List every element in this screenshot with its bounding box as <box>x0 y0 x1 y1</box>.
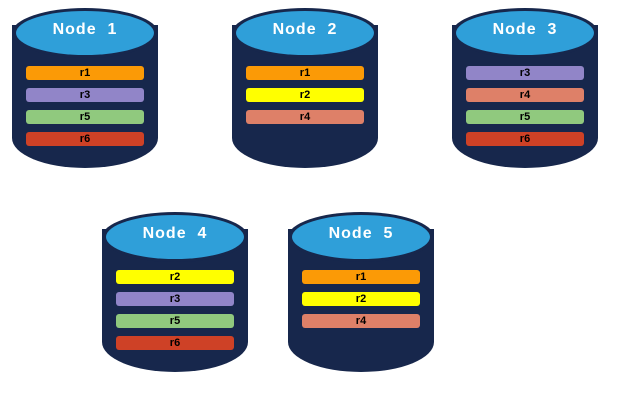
cylinder-top-icon <box>456 11 594 55</box>
node-label: Node 4 <box>142 225 208 242</box>
shard-bar[interactable]: r3 <box>466 66 584 80</box>
shard-bar[interactable]: r5 <box>116 314 234 328</box>
node-label: Node 1 <box>52 21 118 38</box>
shard-list: r2 r3 r5 r6 <box>102 270 248 350</box>
shard-bar[interactable]: r1 <box>302 270 420 284</box>
shard-bar[interactable]: r3 <box>26 88 144 102</box>
shard-bar[interactable]: r6 <box>116 336 234 350</box>
database-node-1[interactable]: Node 1 r1 r3 r5 r6 <box>12 8 158 186</box>
shard-bar[interactable]: r6 <box>466 132 584 146</box>
shard-bar[interactable]: r1 <box>26 66 144 80</box>
cylinder-top-icon <box>106 215 244 259</box>
database-node-5[interactable]: Node 5 r1 r2 r4 <box>288 212 434 390</box>
node-label: Node 3 <box>492 21 558 38</box>
database-node-3[interactable]: Node 3 r3 r4 r5 r6 <box>452 8 598 186</box>
shard-bar[interactable]: r4 <box>302 314 420 328</box>
cylinder-top-icon <box>292 215 430 259</box>
node-label: Node 5 <box>328 225 394 242</box>
shard-list: r1 r3 r5 r6 <box>12 66 158 146</box>
shard-bar[interactable]: r3 <box>116 292 234 306</box>
shard-bar[interactable]: r4 <box>466 88 584 102</box>
cylinder-top-icon <box>236 11 374 55</box>
cylinder-top-icon <box>16 11 154 55</box>
database-node-4[interactable]: Node 4 r2 r3 r5 r6 <box>102 212 248 390</box>
shard-bar[interactable]: r5 <box>466 110 584 124</box>
database-node-2[interactable]: Node 2 r1 r2 r4 <box>232 8 378 186</box>
shard-bar[interactable]: r2 <box>246 88 364 102</box>
shard-bar[interactable]: r2 <box>116 270 234 284</box>
shard-bar[interactable]: r2 <box>302 292 420 306</box>
node-label: Node 2 <box>272 21 338 38</box>
shard-list: r3 r4 r5 r6 <box>452 66 598 146</box>
shard-bar[interactable]: r6 <box>26 132 144 146</box>
shard-bar[interactable]: r1 <box>246 66 364 80</box>
shard-list: r1 r2 r4 <box>232 66 378 124</box>
shard-bar[interactable]: r5 <box>26 110 144 124</box>
shard-list: r1 r2 r4 <box>288 270 434 328</box>
shard-bar[interactable]: r4 <box>246 110 364 124</box>
